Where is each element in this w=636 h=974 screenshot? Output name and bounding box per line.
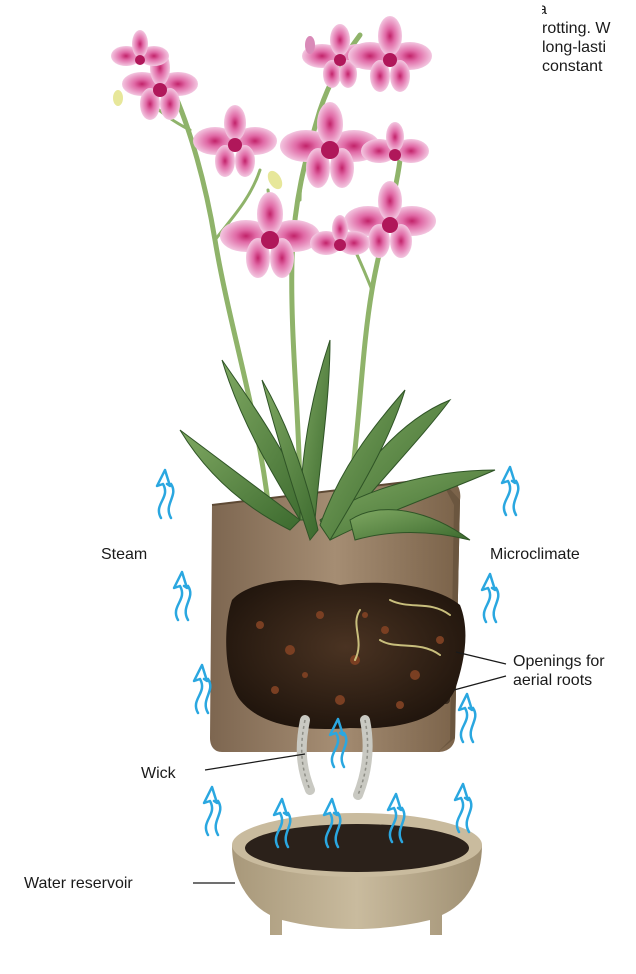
steam-arrow-icon (174, 572, 190, 620)
steam-arrow-icon (482, 574, 498, 622)
flower-bud (113, 90, 123, 106)
intro-line: long-lasti (542, 38, 636, 57)
intro-line: a (542, 0, 636, 19)
steam-arrow-icon (455, 784, 471, 832)
orchid-flower (348, 16, 432, 92)
wick-leader-line (205, 754, 305, 770)
steam-label: Steam (101, 545, 147, 564)
openings-label-line1: Openings for (513, 652, 605, 671)
microclimate-label: Microclimate (490, 545, 580, 564)
wick-label: Wick (141, 764, 176, 783)
orchid-substrate (226, 580, 465, 729)
steam-arrow-icon (502, 467, 518, 515)
orchid-flowers (111, 16, 436, 278)
steam-arrow-icon (204, 787, 220, 835)
openings-leader-line (456, 652, 506, 664)
flower-bud (265, 168, 285, 191)
orchid-flower (361, 122, 429, 163)
openings-label-line2: aerial roots (513, 671, 605, 690)
steam-arrow-icon (157, 470, 173, 518)
intro-paragraph: a rotting. W long-lasti constant (542, 0, 636, 76)
intro-line: rotting. W (542, 19, 636, 38)
openings-label: Openings for aerial roots (513, 652, 605, 690)
orchid-flower (193, 105, 277, 177)
steam-arrow-icon (194, 665, 210, 713)
flower-bud (305, 36, 315, 54)
orchid-flower (111, 30, 169, 66)
orchid-flower (220, 192, 320, 278)
intro-line: constant (542, 57, 636, 76)
water-reservoir-label: Water reservoir (24, 874, 133, 893)
openings-leader-line (454, 676, 506, 690)
steam-arrow-icon (459, 694, 475, 742)
water-reservoir (232, 813, 482, 935)
